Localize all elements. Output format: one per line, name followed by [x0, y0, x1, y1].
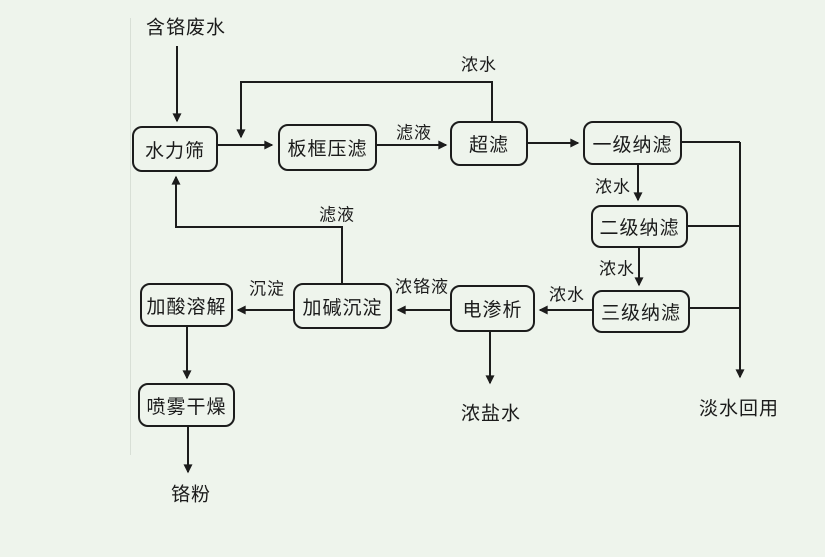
label-concentrated-brine: 浓盐水: [460, 402, 522, 425]
node-label: 喷雾干燥: [146, 395, 227, 418]
node-label: 超滤: [468, 134, 509, 156]
label-concentrated-chromium-liquor: 浓铬液: [395, 277, 449, 298]
label-filtrate-return: 滤液: [319, 205, 355, 226]
node-label: 电渗析: [462, 299, 523, 321]
node-acid-dissolution: 加酸溶解: [140, 283, 233, 327]
label-uf-concentrate-recycle: 浓水: [461, 55, 497, 76]
node-nanofiltration-stage2: 二级纳滤: [591, 205, 688, 248]
node-label: 一级纳滤: [592, 133, 673, 156]
node-hydraulic-sieve: 水力筛: [132, 126, 218, 172]
node-alkali-precipitation: 加碱沉淀: [293, 283, 392, 329]
label-nf1-concentrate: 浓水: [595, 177, 631, 198]
node-label: 加碱沉淀: [302, 296, 383, 319]
node-label: 二级纳滤: [599, 217, 680, 239]
node-ultrafiltration: 超滤: [450, 121, 528, 166]
node-electrodialysis: 电渗析: [450, 285, 535, 332]
node-nanofiltration-stage1: 一级纳滤: [583, 121, 682, 165]
node-spray-drying: 喷雾干燥: [138, 383, 235, 427]
label-fresh-water-reuse: 淡水回用: [698, 397, 780, 420]
node-label: 水力筛: [144, 139, 205, 162]
label-chromium-powder: 铬粉: [170, 483, 212, 506]
node-nanofiltration-stage3: 三级纳滤: [592, 290, 690, 333]
edge-uf-concentrate-recycle: [236, 81, 493, 139]
label-nf3-concentrate: 浓水: [549, 285, 585, 306]
label-source-wastewater: 含铬废水: [145, 16, 227, 39]
node-plate-frame-press-filter: 板框压滤: [278, 124, 377, 171]
node-label: 加酸溶解: [146, 295, 227, 318]
node-label: 三级纳滤: [600, 302, 681, 324]
label-nf2-concentrate: 浓水: [599, 259, 635, 280]
label-press-filtrate: 滤液: [396, 123, 432, 144]
scan-artifact-line: [130, 18, 131, 455]
edge-filtrate-return-to-sieve: [171, 175, 343, 283]
node-label: 板框压滤: [287, 138, 368, 160]
label-precipitate: 沉淀: [249, 279, 285, 300]
